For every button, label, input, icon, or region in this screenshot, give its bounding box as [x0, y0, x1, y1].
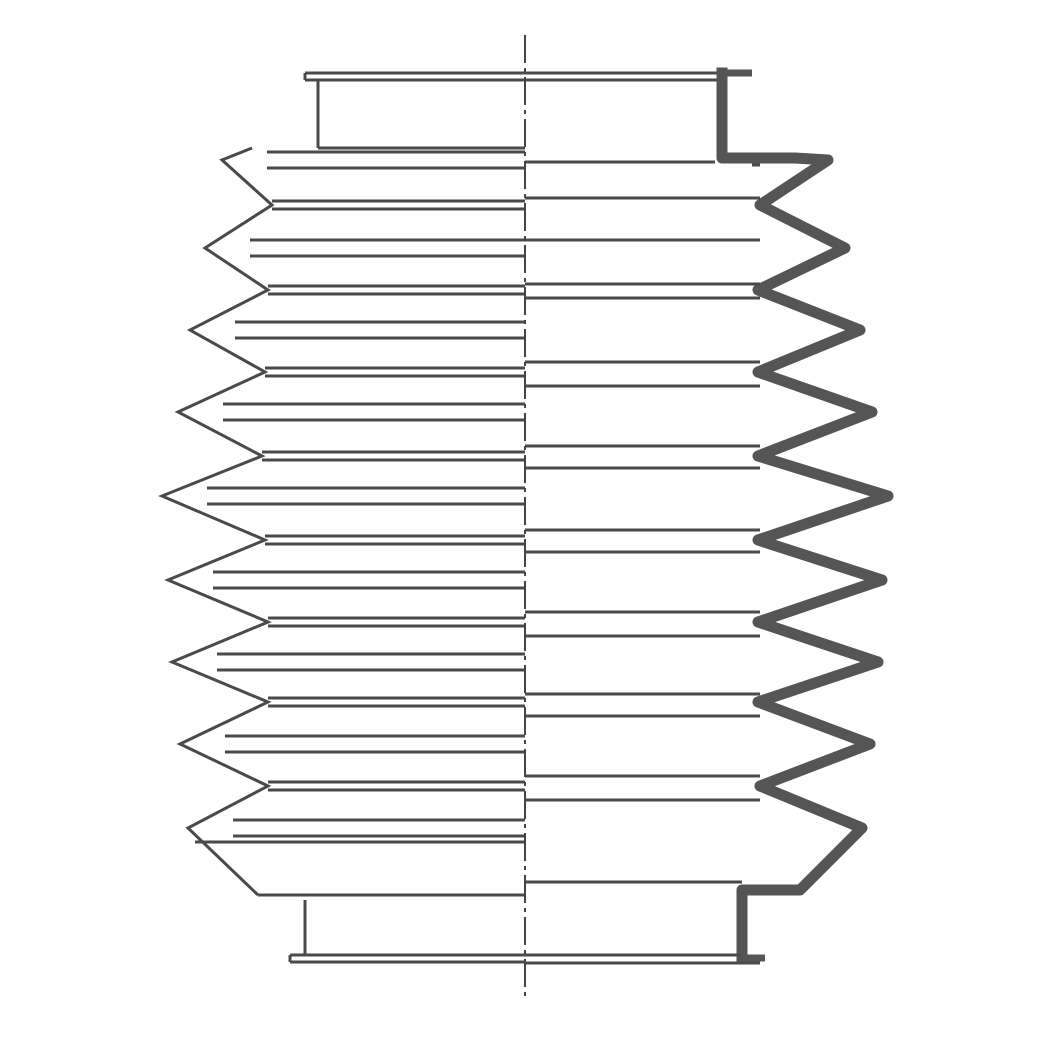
left-outline-view [158, 71, 525, 964]
left-bellows-outline [158, 146, 275, 897]
section-wall-profile [716, 67, 894, 964]
right-section-view [525, 67, 894, 965]
